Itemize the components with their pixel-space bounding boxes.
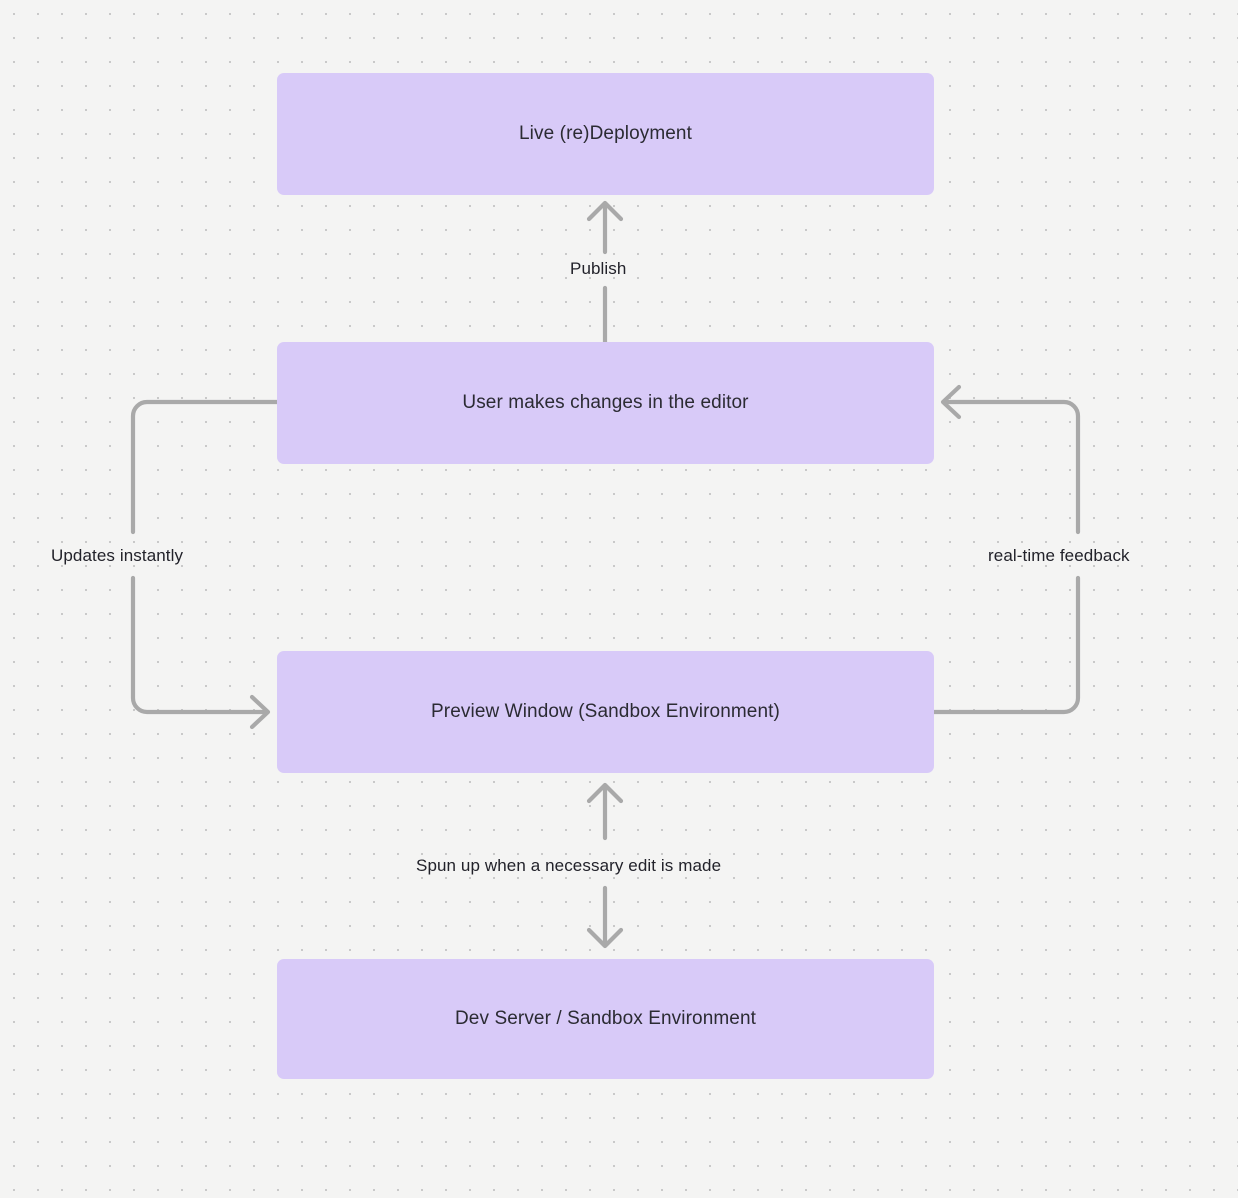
edge-label-spun-up: Spun up when a necessary edit is made	[416, 856, 722, 875]
node-label: User makes changes in the editor	[462, 392, 749, 414]
node-dev-server[interactable]: Dev Server / Sandbox Environment	[277, 959, 934, 1079]
node-label: Live (re)Deployment	[519, 123, 692, 145]
edge-label-updates-instantly: Updates instantly	[51, 546, 184, 565]
edge-label-publish: Publish	[570, 259, 627, 278]
node-preview-window[interactable]: Preview Window (Sandbox Environment)	[277, 651, 934, 773]
node-user-makes-changes[interactable]: User makes changes in the editor	[277, 342, 934, 464]
edge-label-real-time-feedback: real-time feedback	[988, 546, 1130, 565]
node-label: Preview Window (Sandbox Environment)	[431, 701, 780, 723]
node-label: Dev Server / Sandbox Environment	[454, 1008, 756, 1030]
node-live-redeployment[interactable]: Live (re)Deployment	[277, 73, 934, 195]
